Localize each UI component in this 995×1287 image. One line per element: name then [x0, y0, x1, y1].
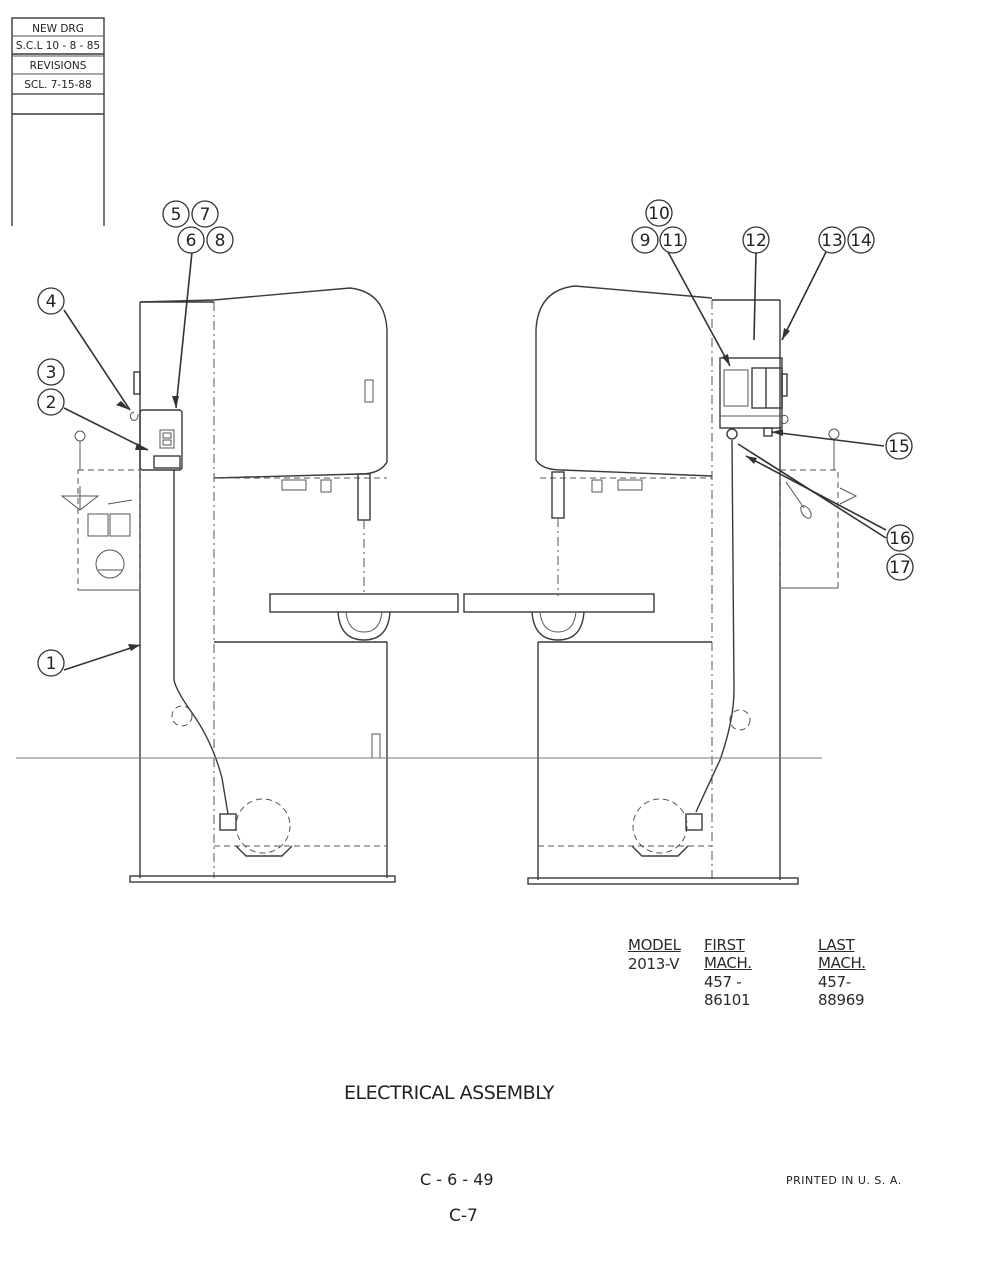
- svg-text:15: 15: [888, 437, 910, 457]
- callout-14: 14: [847, 226, 875, 254]
- callout-13: 13: [818, 226, 846, 254]
- revision-1-value: SCL. 7-15-88: [24, 79, 92, 91]
- revision-block: NEW DRG S.C.L 10 - 8 - 85 REVISIONS SCL.…: [11, 17, 105, 226]
- callout-3: 3: [37, 358, 65, 386]
- leader-lines: [63, 251, 887, 671]
- left-bandsaw-view: [60, 287, 459, 883]
- new-drg-value: S.C.L 10 - 8 - 85: [16, 40, 100, 52]
- first-mach-column: FIRST MACH. 457 - 86101: [704, 936, 752, 1009]
- callout-1: 1: [37, 649, 65, 677]
- first-mach-value: 457 - 86101: [704, 973, 751, 1009]
- callout-10: 10: [645, 199, 673, 227]
- svg-text:8: 8: [215, 231, 226, 251]
- svg-text:5: 5: [171, 205, 182, 225]
- svg-text:14: 14: [850, 231, 872, 251]
- svg-text:10: 10: [648, 204, 670, 224]
- callout-5: 5: [162, 200, 190, 228]
- page-reference: C - 6 - 49: [420, 1170, 494, 1189]
- callout-17: 17: [886, 553, 914, 581]
- model-header: MODEL: [628, 936, 681, 954]
- callout-16: 16: [886, 524, 914, 552]
- last-mach-header: LAST MACH.: [818, 936, 866, 972]
- right-bandsaw-view: [463, 285, 858, 885]
- svg-text:11: 11: [662, 231, 684, 251]
- svg-text:9: 9: [640, 231, 651, 251]
- svg-text:6: 6: [186, 231, 197, 251]
- last-mach-value: 457- 88969: [818, 973, 865, 1009]
- model-value: 2013-V: [628, 955, 680, 973]
- svg-text:1: 1: [46, 654, 57, 674]
- callout-4: 4: [37, 287, 65, 315]
- svg-text:17: 17: [889, 558, 911, 578]
- model-column: MODEL 2013-V: [628, 936, 681, 973]
- callout-11: 11: [659, 226, 687, 254]
- callout-8: 8: [206, 226, 234, 254]
- revisions-label: REVISIONS: [30, 60, 87, 72]
- callout-15: 15: [885, 432, 913, 460]
- callout-2: 2: [37, 388, 65, 416]
- callout-12: 12: [742, 226, 770, 254]
- last-mach-column: LAST MACH. 457- 88969: [818, 936, 866, 1009]
- first-mach-header: FIRST MACH.: [704, 936, 752, 972]
- svg-text:4: 4: [46, 292, 57, 312]
- new-drg-label: NEW DRG: [32, 23, 84, 35]
- svg-text:12: 12: [745, 231, 767, 251]
- callout-7: 7: [191, 200, 219, 228]
- printed-in-notice: PRINTED IN U. S. A.: [786, 1174, 902, 1187]
- svg-text:7: 7: [200, 205, 211, 225]
- page-number: C-7: [449, 1206, 478, 1226]
- svg-text:2: 2: [46, 393, 57, 413]
- callout-6: 6: [177, 226, 205, 254]
- svg-text:16: 16: [889, 529, 911, 549]
- callout-9: 9: [631, 226, 659, 254]
- drawing-title: ELECTRICAL ASSEMBLY: [344, 1082, 554, 1104]
- svg-text:3: 3: [46, 363, 57, 383]
- svg-text:13: 13: [821, 231, 843, 251]
